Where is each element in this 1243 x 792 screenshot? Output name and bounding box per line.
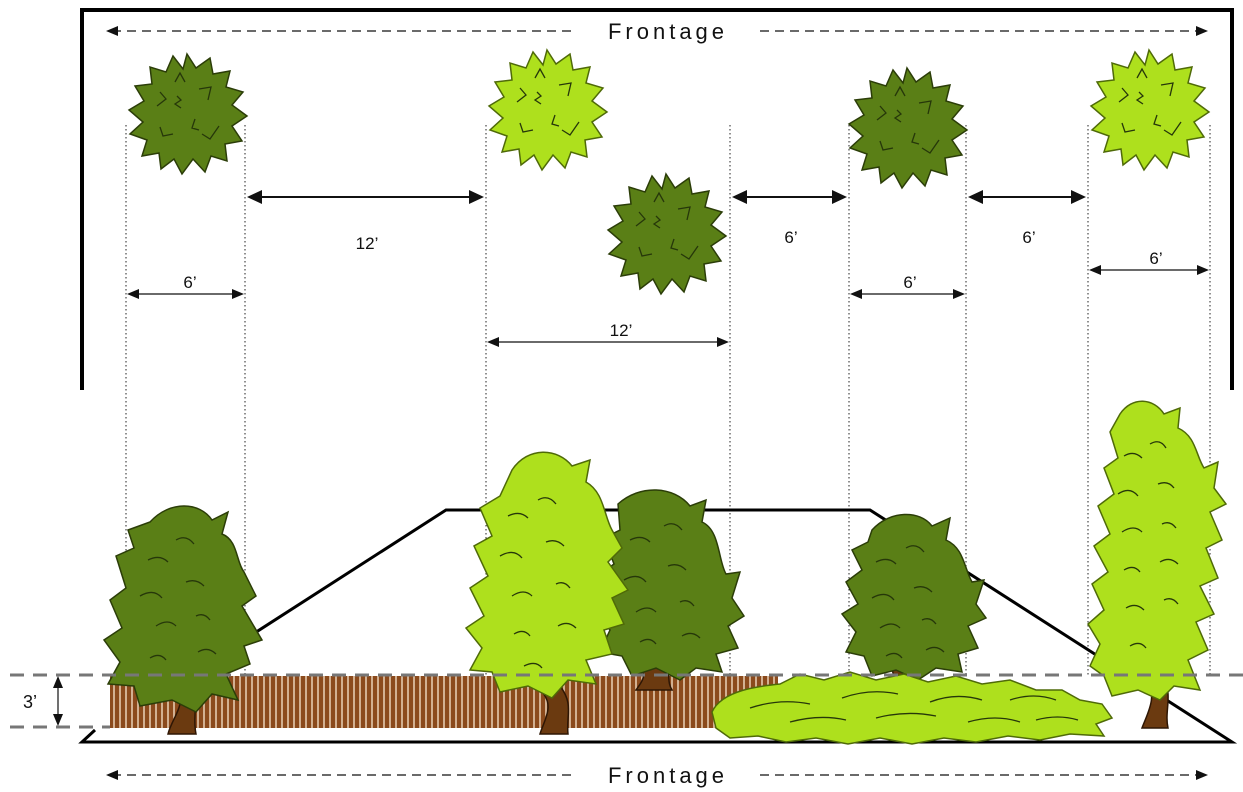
mid-span-label: 12’ (610, 321, 633, 340)
plan-shrub-2 (487, 48, 609, 172)
tree5-width-dimension: 6’ (1089, 249, 1209, 275)
width-dimensions: 6’ 12’ 6’ 6’ (127, 249, 1209, 347)
frontage-bottom-label: Frontage (608, 763, 728, 788)
tree4-width-label: 6’ (903, 273, 916, 292)
plan-shrub-1 (127, 52, 249, 176)
elevation-tree-3 (594, 489, 746, 691)
berm-outline (78, 508, 1238, 744)
tree1-width-label: 6’ (183, 273, 196, 292)
frontage-bottom-dimension: Frontage (106, 763, 1208, 788)
gap-1-2-dimension: 12’ (247, 190, 484, 253)
height-dimension: 3’ (23, 676, 63, 726)
tree1-width-dimension: 6’ (127, 273, 244, 299)
plan-shrub-5 (1089, 48, 1211, 172)
plan-shrubs (127, 48, 1211, 296)
elevation-shrubs (102, 400, 1228, 745)
elevation-tree-2 (464, 451, 630, 735)
mid-span-dimension: 12’ (487, 321, 729, 347)
height-label: 3’ (23, 692, 37, 712)
elevation-tree-5 (1087, 400, 1228, 729)
gap-1-2-label: 12’ (356, 234, 379, 253)
plan-shrub-4 (847, 66, 969, 190)
tree5-width-label: 6’ (1149, 249, 1162, 268)
elevation-tree-1 (102, 505, 264, 735)
elevation-tree-4 (840, 513, 988, 691)
gap-3-4-dimension: 6’ (732, 190, 847, 247)
plan-view-frame (80, 8, 1234, 390)
gap-3-4-label: 6’ (784, 228, 797, 247)
tree4-width-dimension: 6’ (850, 273, 965, 299)
gap-4-5-dimension: 6’ (968, 190, 1086, 247)
frontage-top-dimension: Frontage (106, 19, 1208, 44)
spacing-dimensions: 12’ 6’ 6’ (247, 190, 1086, 253)
gap-4-5-label: 6’ (1022, 228, 1035, 247)
frontage-top-label: Frontage (608, 19, 728, 44)
groundcover-shrub (711, 671, 1114, 745)
plan-shrub-3 (606, 172, 728, 296)
